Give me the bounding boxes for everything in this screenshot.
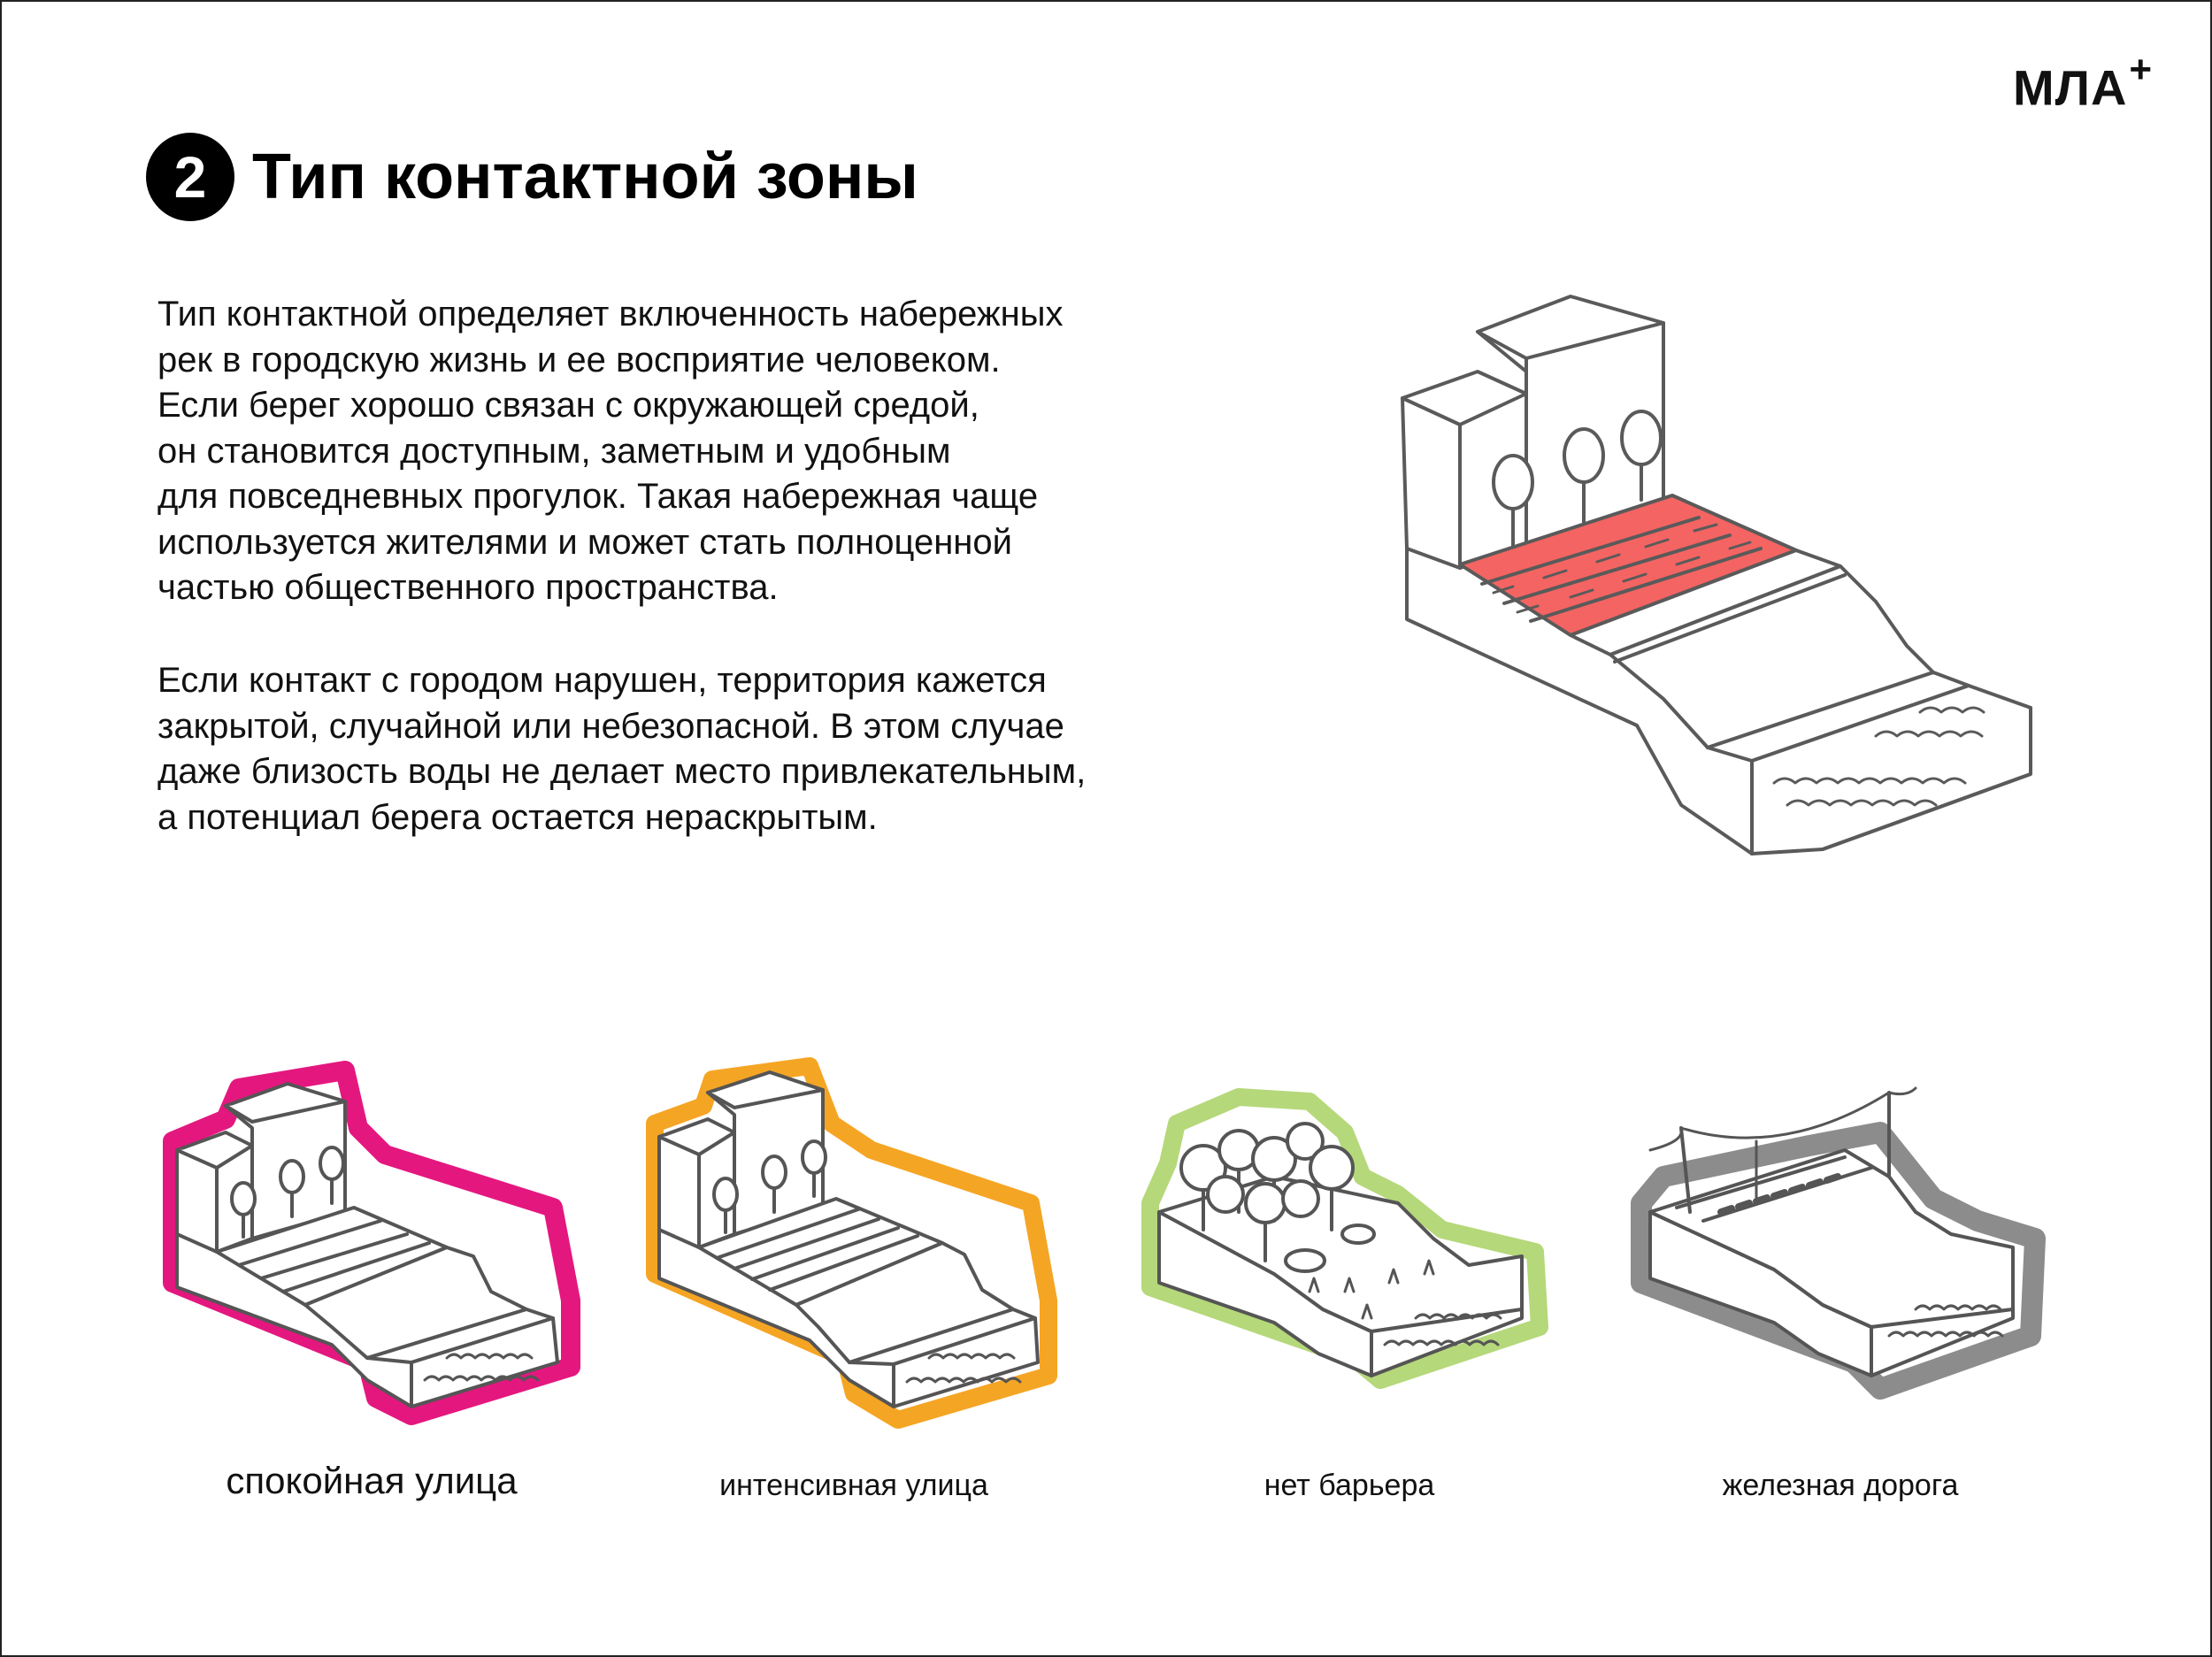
paragraph-line: он становится доступным, заметным и удоб… <box>157 431 951 471</box>
caption-intensive-street: интенсивная улица <box>719 1469 988 1502</box>
paragraph-line: даже близость воды не делает место привл… <box>157 752 1087 791</box>
paragraph-line: используется жителями и может стать полн… <box>157 522 1012 562</box>
caption-calm-street: спокойная улица <box>226 1460 518 1501</box>
thumbnail-railway <box>1624 1053 2057 1442</box>
section-number-badge: 2 <box>146 133 234 221</box>
thumbnail-intensive-street <box>641 1053 1075 1442</box>
brand-logo-text: МЛА <box>2013 59 2128 116</box>
brand-logo: МЛА+ <box>2013 48 2153 117</box>
thumbnail-calm-street <box>155 1053 588 1442</box>
paragraph-line: Тип контактной определяет включенность н… <box>157 295 1064 334</box>
embankment-illustration <box>1380 283 2053 867</box>
brand-logo-plus: + <box>2129 48 2154 91</box>
caption-railway: железная дорога <box>1722 1469 1959 1502</box>
paragraph-line: Если контакт с городом нарушен, территор… <box>157 661 1047 700</box>
paragraph-line: для повседневных прогулок. Такая набереж… <box>157 477 1039 516</box>
thumbnail-no-barrier <box>1133 1053 1566 1442</box>
section-title: Тип контактной зоны <box>252 142 918 212</box>
second-paragraph: Если контакт с городом нарушен, территор… <box>157 658 1281 840</box>
paragraph-line: Если берег хорошо связан с окружающей ср… <box>157 386 979 425</box>
caption-no-barrier: нет барьера <box>1263 1469 1435 1502</box>
intro-paragraph: Тип контактной определяет включенность н… <box>157 292 1281 611</box>
paragraph-line: закрытой, случайной или небезопасной. В … <box>157 706 1064 746</box>
paragraph-line: частью общественного пространства. <box>157 568 779 607</box>
paragraph-line: рек в городскую жизнь и ее восприятие че… <box>157 340 1001 380</box>
paragraph-line: а потенциал берега остается нераскрытым. <box>157 797 878 837</box>
